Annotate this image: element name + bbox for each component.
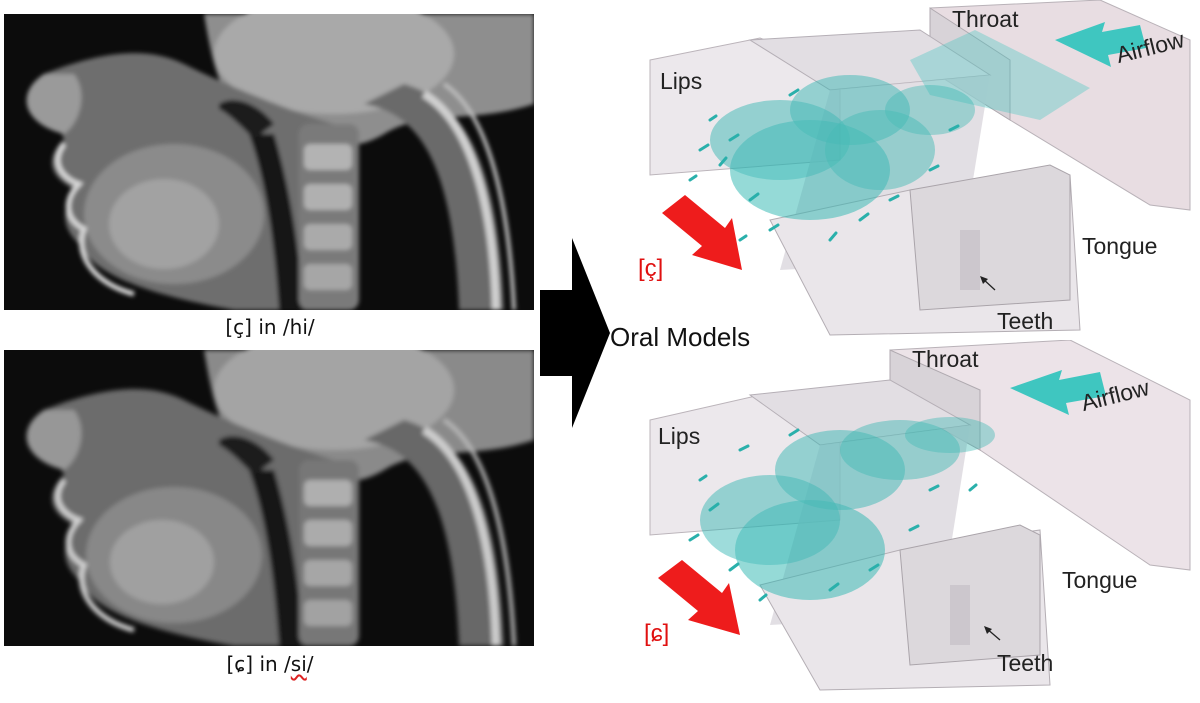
lips-label: Lips bbox=[658, 423, 701, 449]
caption-hi: [ç] in /hi/ bbox=[0, 315, 540, 339]
process-arrow-icon bbox=[530, 238, 610, 433]
caption-si-word: si bbox=[290, 652, 307, 676]
throat-label: Throat bbox=[912, 346, 979, 372]
teeth-label: Teeth bbox=[997, 308, 1054, 334]
sound-label-si: [ɕ] bbox=[644, 620, 670, 647]
oral-model-si-graphic bbox=[649, 339, 1191, 691]
tongue-label: Tongue bbox=[1062, 567, 1138, 593]
mri-image-hi bbox=[4, 14, 534, 310]
oral-models-label: Oral Models bbox=[610, 322, 751, 352]
caption-si-post: / bbox=[306, 652, 314, 676]
oral-model-hi: Throat Airflow Lips Tongue Teeth [ç] bbox=[630, 0, 1200, 345]
caption-hi-pre: [ç] in / bbox=[225, 315, 290, 339]
lips-label: Lips bbox=[660, 68, 703, 94]
oral-model-hi-graphic bbox=[649, 0, 1191, 336]
caption-hi-word: hi bbox=[289, 315, 308, 339]
teeth-label: Teeth bbox=[997, 650, 1054, 676]
oral-model-si: Throat Airflow Lips Tongue Teeth [ɕ] bbox=[630, 339, 1200, 698]
throat-label: Throat bbox=[952, 6, 1019, 32]
caption-si: [ɕ] in /si/ bbox=[0, 652, 540, 676]
caption-hi-post: / bbox=[307, 315, 315, 339]
sound-label-hi: [ç] bbox=[638, 255, 664, 282]
caption-si-pre: [ɕ] in / bbox=[226, 652, 291, 676]
mri-image-si bbox=[4, 350, 534, 646]
tongue-label: Tongue bbox=[1082, 233, 1158, 259]
